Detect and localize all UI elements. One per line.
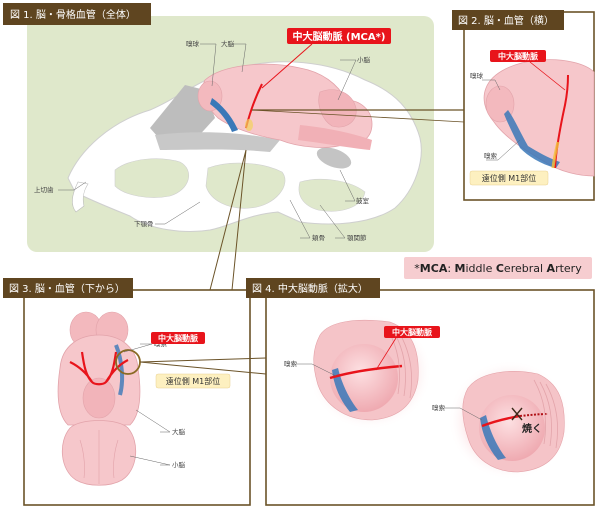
- fig1-label-masseter: 顎関節: [347, 233, 367, 242]
- fig1-label-olfactory-bulb: 嗅球: [186, 39, 200, 48]
- fig3-pons: [82, 377, 116, 419]
- mca-note-part: A: [547, 262, 556, 275]
- fig4-label-olfactory-tract-2: 嗅索: [432, 403, 446, 412]
- fig2-label-olfactory-bulb: 嗅球: [470, 71, 484, 80]
- fig1-mca-pointer: [261, 43, 313, 89]
- fig3-header-bg: [3, 278, 133, 298]
- fig3-mca-label: 中大脳動脈: [158, 333, 198, 343]
- fig1-brainstem: [298, 125, 372, 150]
- fig4-label-olfactory-tract-1: 嗅索: [284, 359, 298, 368]
- fig1-mca-label: 中大脳動脈 (MCA*): [293, 30, 386, 43]
- fig3-mca-vessels: [69, 351, 129, 386]
- connector-fig3-fig4: [139, 357, 267, 375]
- incisor: [72, 181, 89, 213]
- fig3-olfactory-tract-right: [114, 344, 125, 396]
- fig4-header-bg: [246, 278, 380, 298]
- fig1-label-ear-canal: 鼓室: [356, 196, 370, 205]
- fig3-label-cerebrum: 大脳: [172, 427, 186, 436]
- figure-1: 嗅球 大脳 小脳 上切歯 下顎骨 鼓室 頬骨 顎関節 中大脳動脈 (MCA*) …: [3, 3, 434, 252]
- fig1-label-cerebellum: 小脳: [357, 55, 371, 64]
- mca-note-part: C: [496, 262, 504, 275]
- mca-note-part: iddle: [466, 262, 496, 275]
- fig1-cerebellum: [318, 89, 357, 128]
- fig1-mca-label-box: [287, 28, 391, 44]
- fig3-label-cerebellum: 小脳: [172, 460, 186, 469]
- fig4-olfactory-tract-1: [332, 368, 358, 412]
- mca-note: *MCA: Middle Cerebral Artery: [404, 257, 592, 279]
- mca-note-part: MCA: [420, 262, 448, 275]
- mca-note-part: rtery: [555, 262, 582, 275]
- fig1-olfactory-tract: [210, 98, 238, 132]
- fig4-burn-label: 焼く: [522, 422, 542, 435]
- fig3-mca-label-box: [151, 332, 205, 344]
- fig2-mca-pointer: [529, 61, 566, 91]
- palate-region: [155, 132, 280, 152]
- fig2-label-olfactory-tract: 嗅索: [484, 151, 498, 160]
- fig2-header-bg: [452, 10, 564, 30]
- figure-4: 嗅索 中大脳動脈 嗅索 焼く 図 4. 中大脳動脈（拡大）: [246, 278, 595, 506]
- mca-note-part: M: [455, 262, 466, 275]
- fig1-label-mandible: 下顎骨: [134, 220, 154, 228]
- fig1-label-tympanic: 頬骨: [312, 233, 325, 242]
- fig4-title: 図 4. 中大脳動脈（拡大）: [252, 282, 368, 295]
- fig2-distal-box: [469, 170, 549, 186]
- fig1-title: 図 1. 脳・骨格血管（全体）: [10, 8, 136, 21]
- fig2-mca-yellow: [551, 141, 560, 169]
- fig1-header-bg: [3, 3, 151, 25]
- fig4-mca-pointer: [375, 337, 397, 371]
- fig3-distal-box: [155, 373, 231, 389]
- fig1-label-upper-incisor: 上切歯: [34, 185, 54, 194]
- fig4-mca-burned: [519, 413, 549, 417]
- mca-note-bg: [404, 257, 592, 279]
- figure-3: 嗅索 大脳 小脳 中大脳動脈 遠位側 M1部位 図 3. 脳・血管（下から）: [3, 278, 251, 506]
- fig2-title: 図 2. 脳・血管（横）: [458, 14, 554, 27]
- fig4-mca-vessel-1: [329, 364, 403, 380]
- fig2-mca-label: 中大脳動脈: [498, 51, 538, 61]
- fig4-mca-label: 中大脳動脈: [392, 327, 432, 337]
- fig2-distal-label: 遠位側 M1部位: [482, 173, 537, 183]
- fig4-muscle-2: [533, 379, 558, 449]
- mca-note-prefix: *: [414, 262, 420, 275]
- fig4-mca-label-box: [384, 326, 440, 338]
- burn-x-mark: [511, 407, 523, 421]
- figure-2: 嗅球 嗅索 中大脳動脈 遠位側 M1部位 図 2. 脳・血管（横）: [452, 10, 595, 201]
- fig3-distal-label: 遠位側 M1部位: [166, 376, 221, 386]
- ear-canal-shape: [316, 147, 352, 169]
- jaw-cavity: [114, 158, 189, 198]
- fig1-label-cerebrum: 大脳: [221, 39, 235, 48]
- cheek-cavity: [205, 162, 286, 209]
- fig2-mca-label-box: [490, 50, 546, 62]
- fig1-mca-glow: [245, 119, 253, 131]
- connector-fig1-fig3: [209, 149, 247, 291]
- mca-note-part: erebral: [504, 262, 547, 275]
- mca-note-text: *MCA: Middle Cerebral Artery: [414, 262, 582, 275]
- fig3-title: 図 3. 脳・血管（下から）: [9, 282, 125, 295]
- mca-note-part: :: [447, 262, 454, 275]
- connector-fig1-fig2-bottom: [251, 109, 465, 123]
- fig3-cerebellum-fold: [79, 430, 119, 484]
- fig4-mca-vessel-2: [481, 414, 521, 428]
- fig4-olfactory-tract-2: [480, 415, 506, 460]
